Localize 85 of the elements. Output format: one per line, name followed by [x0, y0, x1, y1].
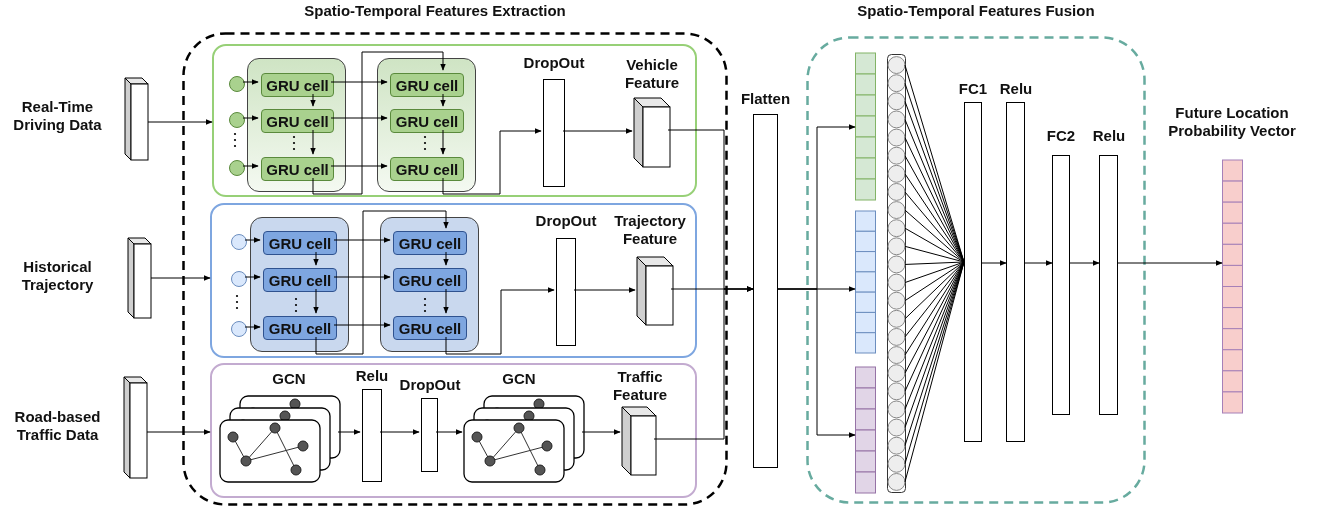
arrow [312, 51, 446, 195]
layer-label: Relu [998, 80, 1034, 98]
arrow [333, 274, 391, 280]
arrow [244, 324, 261, 330]
arrow [443, 251, 449, 266]
feature-label: Vehicle Feature [623, 56, 681, 92]
gru-cell: GRU cell [390, 109, 464, 133]
gru-cell: GRU cell [390, 157, 464, 181]
layer-label: DropOut [522, 54, 586, 72]
arrow [244, 274, 261, 280]
feature-label: Trajectory Feature [613, 212, 687, 248]
arrow [1117, 260, 1223, 266]
gru-cell: GRU cell [261, 73, 334, 97]
arrow [1069, 260, 1100, 266]
gru-cell: GRU cell [263, 316, 337, 340]
arrow [242, 79, 259, 85]
arrow [150, 275, 211, 281]
arrow [337, 429, 361, 435]
input-node-circle [229, 160, 245, 176]
input-node-circle [231, 321, 247, 337]
arrow [333, 237, 391, 243]
branch-panel [212, 44, 697, 197]
branch-panel [210, 203, 697, 358]
arrow [242, 115, 259, 121]
layer-label: FC2 [1045, 127, 1077, 145]
gru-cell: GRU cell [261, 157, 334, 181]
input-label: Historical Trajectory [20, 258, 95, 294]
layer-label: Future Location Probability Vector [1167, 104, 1297, 140]
arrow [1024, 260, 1053, 266]
gru-layer-group [247, 58, 346, 192]
gru-cell: GRU cell [393, 268, 467, 292]
gru-cell: GRU cell [263, 231, 337, 255]
input-node-circle [231, 234, 247, 250]
arrow [330, 163, 388, 169]
arrow [146, 429, 211, 435]
arrow [777, 288, 856, 438]
arrow [242, 163, 259, 169]
gru-cell: GRU cell [390, 73, 464, 97]
arrow [443, 288, 449, 314]
arrow [653, 286, 754, 440]
branch-panel [210, 363, 697, 498]
arrow [440, 93, 446, 107]
arrow [310, 129, 316, 155]
input-node-circle [229, 76, 245, 92]
layer-label: Relu [1091, 127, 1127, 145]
gru-cell: GRU cell [263, 268, 337, 292]
fully-connected-lines [904, 64, 965, 483]
input-node-circle [231, 271, 247, 287]
gru-cell: GRU cell [393, 231, 467, 255]
arrow [244, 237, 261, 243]
gru-cell: GRU cell [261, 109, 334, 133]
layer-label: GCN [271, 370, 307, 388]
arrow [981, 260, 1007, 266]
layer-label: DropOut [398, 376, 462, 394]
arrow [313, 288, 319, 314]
input-label: Real-Time Driving Data [12, 98, 103, 134]
arrow [435, 429, 463, 435]
arrow [147, 119, 213, 125]
gru-layer-group [250, 217, 349, 352]
feature-label: Traffic Feature [611, 368, 669, 404]
gru-cell: GRU cell [393, 316, 467, 340]
arrow [562, 128, 633, 134]
arrow [313, 251, 319, 266]
region-title: Spatio-Temporal Features Extraction [303, 2, 567, 20]
gru-layer-group [380, 217, 479, 352]
arrow [440, 129, 446, 155]
region-title: Spatio-Temporal Features Fusion [856, 2, 1096, 20]
arrow [310, 93, 316, 107]
layer-label: Flatten [739, 90, 792, 108]
layer-label: GCN [501, 370, 537, 388]
arrow [333, 322, 391, 328]
layer-label: Relu [354, 367, 390, 385]
arrow [330, 115, 388, 121]
input-label: Road-based Traffic Data [13, 408, 102, 444]
arrow [379, 429, 420, 435]
gru-layer-group [377, 58, 476, 192]
arrow [442, 128, 542, 195]
arrow [445, 287, 555, 355]
arrow [581, 429, 621, 435]
arrow [573, 287, 636, 293]
layer-label: DropOut [534, 212, 598, 230]
arrow [315, 210, 449, 355]
input-node-circle [229, 112, 245, 128]
arrow [330, 79, 388, 85]
layer-label: FC1 [957, 80, 989, 98]
